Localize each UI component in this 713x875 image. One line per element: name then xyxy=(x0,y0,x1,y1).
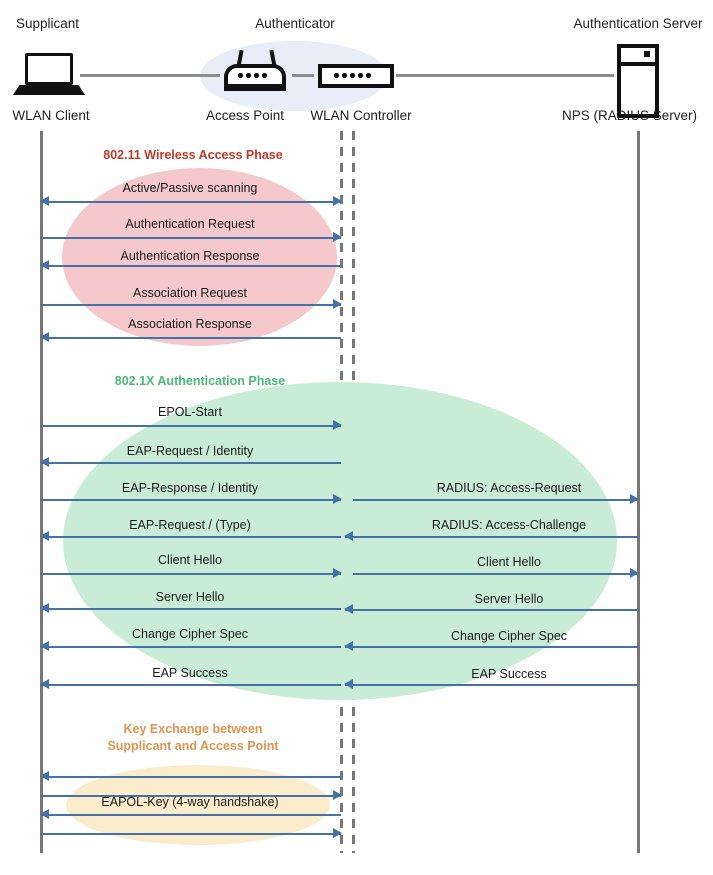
message-label-association-request: Association Request xyxy=(133,286,247,300)
actor-device-wlan-client: WLAN Client xyxy=(12,108,90,123)
laptop-icon xyxy=(13,53,85,95)
lifeline-supplicant xyxy=(40,131,43,853)
phase-blob-key-exchange xyxy=(66,765,330,845)
message-label-eap-success-left: EAP Success xyxy=(152,666,228,680)
message-label-server-hello-left: Server Hello xyxy=(155,590,225,604)
actor-role-authentication-server: Authentication Server xyxy=(573,16,703,31)
wire-ap-controller xyxy=(292,74,314,77)
message-label-active-passive-scanning: Active/Passive scanning xyxy=(122,181,258,195)
message-label-eapol-key-handshake: EAPOL-Key (4-way handshake) xyxy=(101,795,279,809)
message-label-eap-request-type: EAP-Request / (Type) xyxy=(129,518,251,532)
message-label-epol-start: EPOL-Start xyxy=(158,405,222,419)
message-label-change-cipher-spec-left: Change Cipher Spec xyxy=(131,627,249,641)
message-label-server-hello-right: Server Hello xyxy=(474,592,544,606)
phase-label-key-exchange: Key Exchange between Supplicant and Acce… xyxy=(80,721,306,755)
access-point-icon xyxy=(218,49,292,95)
actor-device-wlan-controller: WLAN Controller xyxy=(310,108,412,123)
phase-label-key-exchange-line1: Key Exchange between xyxy=(123,722,263,736)
actor-role-supplicant: Supplicant xyxy=(15,16,80,31)
phase-blob-wireless-access xyxy=(62,168,337,346)
lifeline-authentication-server xyxy=(637,131,640,853)
actor-role-authenticator: Authenticator xyxy=(255,16,335,31)
message-label-eap-request-identity: EAP-Request / Identity xyxy=(126,444,254,458)
server-icon xyxy=(617,44,659,118)
phase-label-wireless-access: 802.11 Wireless Access Phase xyxy=(103,148,283,162)
phase-label-key-exchange-line2: Supplicant and Access Point xyxy=(107,739,279,753)
wlan-controller-icon xyxy=(318,50,396,95)
message-label-authentication-response: Authentication Response xyxy=(120,249,260,263)
message-label-authentication-request: Authentication Request xyxy=(125,217,255,231)
message-label-eap-success-right: EAP Success xyxy=(471,667,547,681)
wire-client-ap xyxy=(80,74,220,77)
message-label-eap-response-identity: EAP-Response / Identity xyxy=(121,481,259,495)
actor-device-access-point: Access Point xyxy=(205,108,285,123)
message-label-change-cipher-spec-right: Change Cipher Spec xyxy=(450,629,568,643)
phase-label-dot1x-authentication: 802.1X Authentication Phase xyxy=(114,374,286,388)
message-label-association-response: Association Response xyxy=(128,317,252,331)
actor-device-nps-radius-server: NPS (RADIUS Server) xyxy=(561,108,698,123)
message-label-client-hello-right: Client Hello xyxy=(477,555,541,569)
message-label-client-hello-left: Client Hello xyxy=(158,553,222,567)
wire-controller-server xyxy=(396,74,614,77)
message-label-radius-access-challenge: RADIUS: Access-Challenge xyxy=(431,518,587,532)
message-label-radius-access-request: RADIUS: Access-Request xyxy=(436,481,582,495)
